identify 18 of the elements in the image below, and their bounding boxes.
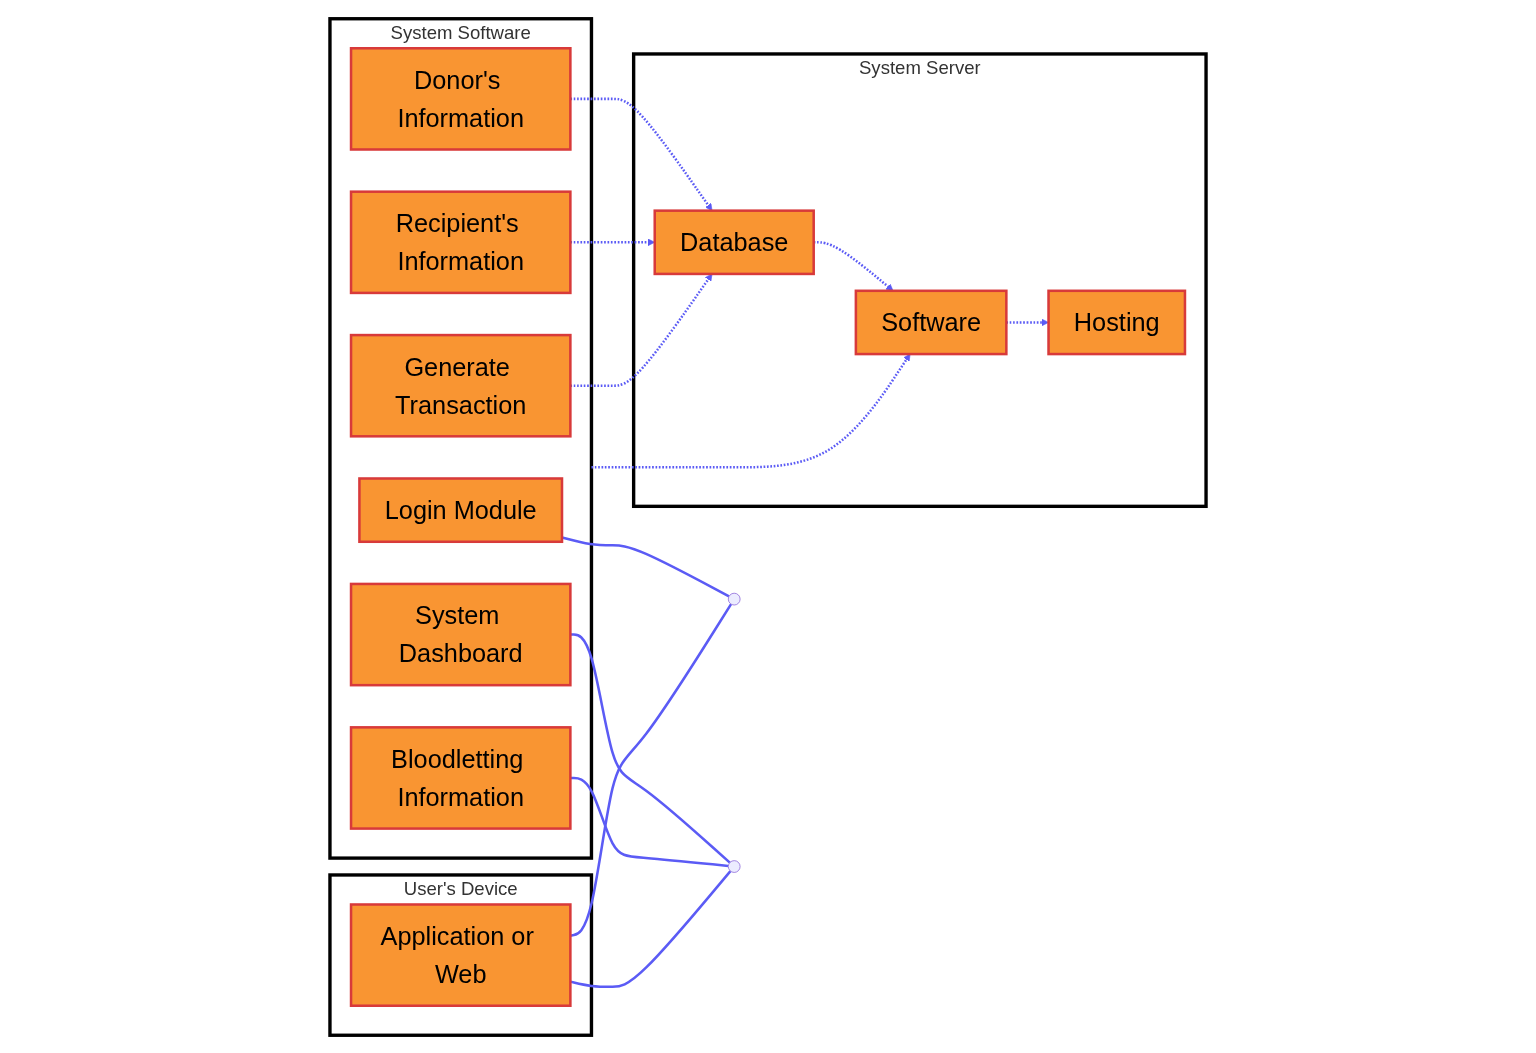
node-box: Login Module	[358, 476, 564, 543]
node-box: Hosting	[1047, 289, 1187, 355]
connector	[570, 632, 731, 864]
node-box: Recipient's Information	[349, 189, 572, 294]
connector	[561, 535, 730, 597]
connector	[570, 776, 729, 867]
node-box: System Dashboard	[349, 582, 572, 686]
connector	[570, 602, 733, 937]
node-circle	[727, 592, 741, 605]
node-box: Software	[854, 289, 1008, 355]
node-box: Donor's Information	[349, 46, 572, 151]
node-box: Bloodletting Information	[349, 725, 572, 830]
node-box: Generate Transaction	[349, 333, 572, 438]
node-box: Database	[653, 208, 815, 275]
arrow	[591, 353, 911, 469]
node-box: Application or Web	[349, 902, 572, 1007]
node-circle	[727, 859, 741, 873]
connector	[570, 869, 732, 988]
